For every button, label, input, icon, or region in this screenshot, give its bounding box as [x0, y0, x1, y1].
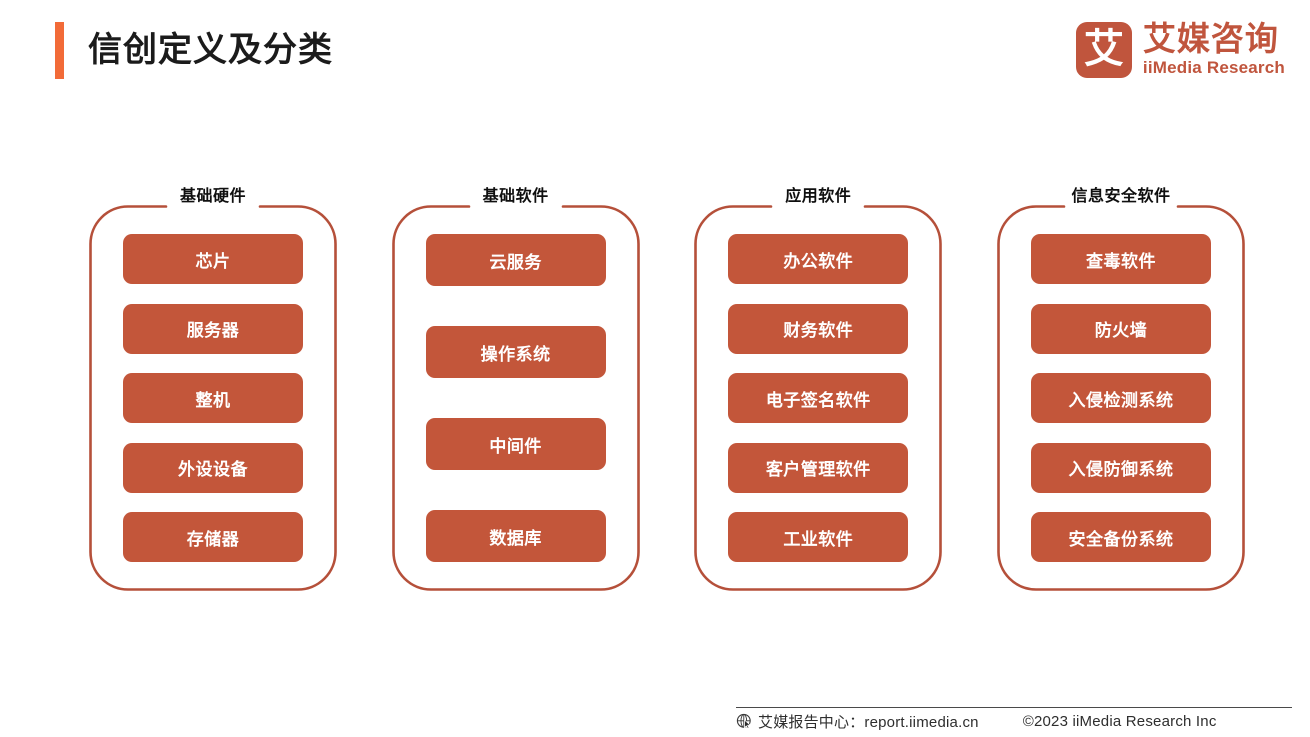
column-frame — [88, 204, 338, 592]
category-item[interactable]: 查毒软件 — [1030, 234, 1211, 284]
category-item[interactable]: 防火墙 — [1030, 303, 1211, 354]
column-frame — [996, 204, 1246, 592]
category-column-basic-hardware: 基础硬件 芯片 服务器 整机 外设设备 存储器 — [88, 182, 338, 592]
category-item[interactable]: 云服务 — [425, 234, 606, 286]
footer-divider — [736, 707, 1292, 708]
category-item[interactable]: 操作系统 — [425, 326, 606, 378]
category-item[interactable]: 入侵检测系统 — [1030, 373, 1211, 423]
brand-name-cn: 艾媒咨询 — [1142, 20, 1279, 58]
category-item[interactable]: 服务器 — [123, 303, 303, 354]
category-item[interactable]: 存储器 — [123, 512, 303, 562]
globe-cursor-icon — [736, 713, 751, 729]
slide-header: 信创定义及分类 艾 艾媒咨询 iiMedia Research — [0, 0, 1310, 110]
footer-copyright: ©2023 iiMedia Research Inc — [1022, 712, 1217, 730]
slide-footer: 艾媒报告中心：report.iimedia.cn ©2023 iiMedia R… — [736, 705, 1292, 737]
page-title-block: 信创定义及分类 — [55, 22, 333, 79]
category-item[interactable]: 财务软件 — [728, 303, 909, 354]
brand-mark-icon: 艾 — [1075, 22, 1132, 78]
column-label: 基础软件 — [482, 188, 549, 205]
category-item[interactable]: 工业软件 — [728, 512, 909, 562]
footer-site-label[interactable]: 艾媒报告中心：report.iimedia.cn — [758, 713, 979, 731]
category-column-basic-software: 基础软件 云服务 操作系统 中间件 数据库 — [391, 182, 641, 592]
column-items: 办公软件 财务软件 电子签名软件 客户管理软件 工业软件 — [693, 204, 943, 592]
column-items: 芯片 服务器 整机 外设设备 存储器 — [88, 204, 338, 592]
category-item[interactable]: 电子签名软件 — [728, 373, 909, 423]
category-item[interactable]: 数据库 — [425, 510, 606, 562]
column-frame — [693, 204, 943, 592]
category-board: 基础硬件 芯片 服务器 整机 外设设备 存储器 基础软件 — [88, 182, 1246, 592]
category-item[interactable]: 整机 — [123, 373, 303, 423]
category-item[interactable]: 入侵防御系统 — [1030, 442, 1211, 493]
category-item[interactable]: 芯片 — [123, 234, 303, 284]
title-accent-bar — [55, 22, 64, 79]
brand-text: 艾媒咨询 iiMedia Research — [1143, 22, 1285, 77]
category-column-application-software: 应用软件 办公软件 财务软件 电子签名软件 客户管理软件 工业软件 — [693, 182, 943, 592]
category-item[interactable]: 中间件 — [425, 418, 606, 470]
column-items: 查毒软件 防火墙 入侵检测系统 入侵防御系统 安全备份系统 — [996, 204, 1246, 592]
category-item[interactable]: 办公软件 — [728, 234, 909, 284]
brand-name-en: iiMedia Research — [1142, 57, 1285, 77]
category-item[interactable]: 外设设备 — [123, 442, 303, 493]
column-label: 信息安全软件 — [1071, 188, 1171, 205]
brand-logo-glyph: 艾 — [1083, 26, 1124, 72]
page-title: 信创定义及分类 — [88, 30, 333, 69]
column-label: 应用软件 — [785, 188, 852, 205]
column-frame — [391, 204, 641, 592]
column-label: 基础硬件 — [179, 188, 246, 205]
brand-logo: 艾 艾媒咨询 iiMedia Research — [1075, 22, 1285, 78]
category-item[interactable]: 客户管理软件 — [728, 442, 909, 493]
category-item[interactable]: 安全备份系统 — [1030, 512, 1211, 562]
category-column-information-security-software: 信息安全软件 查毒软件 防火墙 入侵检测系统 入侵防御系统 安全备份系统 — [996, 182, 1246, 592]
column-items: 云服务 操作系统 中间件 数据库 — [391, 204, 641, 592]
